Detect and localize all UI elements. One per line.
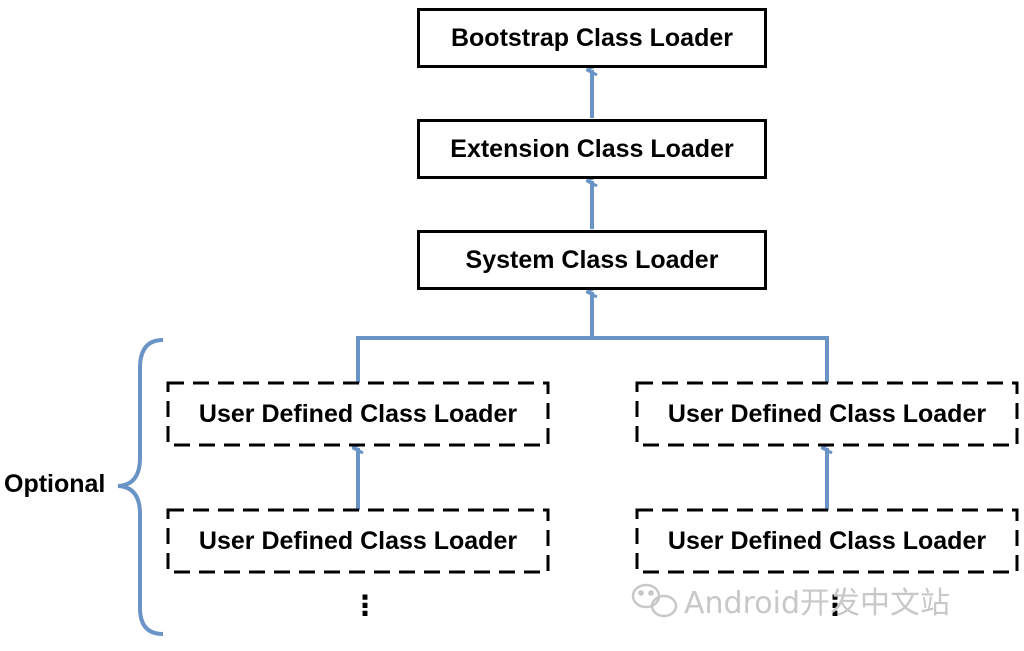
user-left-bottom-label: User Defined Class Loader: [198, 526, 518, 555]
bootstrap-class-loader: Bootstrap Class Loader: [417, 8, 767, 68]
optional-label: Optional: [4, 470, 106, 498]
watermark: Android开发中文站: [628, 578, 950, 622]
extension-label: Extension Class Loader: [450, 134, 734, 163]
user-defined-loader-left-top: User Defined Class Loader: [172, 387, 544, 441]
user-right-top-label: User Defined Class Loader: [667, 399, 987, 428]
watermark-text: Android开发中文站: [684, 586, 950, 621]
user-left-top-label: User Defined Class Loader: [198, 399, 518, 428]
user-defined-loader-right-top: User Defined Class Loader: [641, 387, 1013, 441]
bootstrap-label: Bootstrap Class Loader: [450, 23, 733, 52]
extension-class-loader: Extension Class Loader: [417, 119, 767, 179]
wechat-icon: [631, 583, 678, 618]
continuation-dots-right: ⋮: [821, 589, 849, 622]
system-class-loader: System Class Loader: [417, 230, 767, 290]
continuation-dots-left: ⋮: [351, 589, 379, 622]
user-right-bottom-label: User Defined Class Loader: [667, 526, 987, 555]
system-label: System Class Loader: [465, 245, 719, 274]
branch-connector: [356, 336, 829, 383]
user-defined-loader-left-bottom: User Defined Class Loader: [172, 514, 544, 568]
user-defined-loader-right-bottom: User Defined Class Loader: [641, 514, 1013, 568]
optional-brace: [117, 338, 164, 636]
